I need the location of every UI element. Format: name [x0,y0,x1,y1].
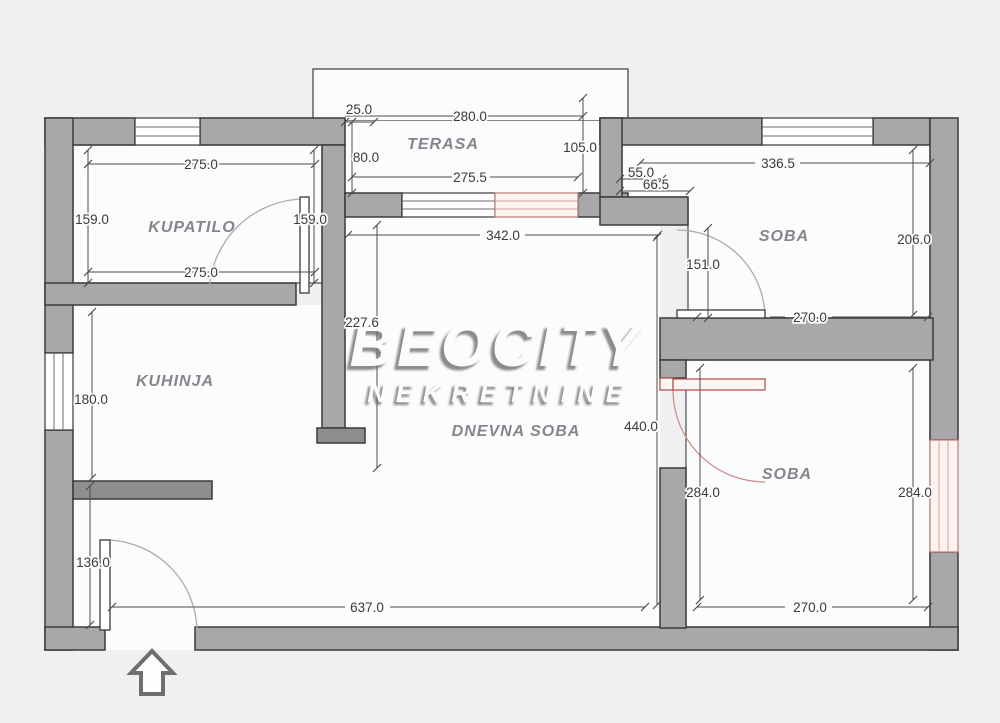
dim-terasa-bottom: 275.5 [453,170,487,185]
room-label-soba-top: SOBA [759,228,809,245]
soba-bottom-floor [685,359,931,628]
dim-kuhinja-left: 180.0 [74,392,108,407]
window-soba-bottom-red [929,439,959,553]
wall-corridor-a [659,359,687,379]
dim-kupatilo-bottom: 275.0 [184,265,218,280]
door-kupatilo [208,196,310,296]
dim-soba-top-bottom: 270.0 [793,310,827,325]
dim-bottom-total: 637.0 [350,600,384,615]
wall-top-right-b [872,117,931,146]
wall-hall-partition [72,480,213,500]
room-label-terasa: TERASA [407,136,479,153]
wall-niche-jog [599,196,689,226]
dim-hall-left: 136.0 [76,555,110,570]
wall-kupatilo-bottom [44,282,297,306]
wall-kupatilo-right [321,144,346,429]
dim-terasa-top: 280.0 [453,109,487,124]
room-label-kupatilo: KUPATILO [148,219,235,236]
dim-terasa-right: 105.0 [563,140,597,155]
dim-kupatilo-right: 159.0 [293,212,327,227]
dimension-lines [83,93,935,630]
wall-stub-kuhinja [316,427,366,444]
dim-soba-bottom-bottom: 270.0 [793,600,827,615]
wall-top-left-b [199,117,346,146]
dim-terasa-inset: 25.0 [346,102,372,117]
kuhinja-floor [73,305,322,627]
dim-soba-top-door: 151.0 [686,257,720,272]
dim-soba-bottom-right: 284.0 [898,485,932,500]
dim-soba-top-niche-b: 66.5 [643,177,669,192]
wall-terasa-right [599,117,623,198]
dim-soba-top-niche-a: 55.0 [628,165,654,180]
dim-dnevna-top: 342.0 [486,228,520,243]
dim-soba-bottom-left: 284.0 [686,485,720,500]
window-kupatilo [134,117,201,146]
terasa-outer-outline [312,68,629,122]
dim-terasa-left: 80.0 [353,150,379,165]
dim-kupatilo-top: 275.0 [184,157,218,172]
wall-right-upper [929,117,959,441]
wall-left-upper [44,117,74,354]
wall-bottom-main [194,626,959,651]
wall-corridor-b [659,467,687,629]
window-soba-top [761,117,874,146]
door-soba-top [676,229,766,319]
window-kuhinja [44,352,74,431]
room-label-dnevna-soba: DNEVNA SOBA [452,423,581,440]
wall-terasa-band-left [344,192,403,218]
door-entrance [99,539,198,633]
wall-top-right-a [599,117,763,146]
entrance-threshold [105,627,195,650]
dim-soba-top-right: 206.0 [897,232,931,247]
watermark-subtitle: NEKRETNINE [367,378,633,408]
watermark-brand: BEOCITY [350,312,646,379]
room-label-soba-bottom: SOBA [762,466,812,483]
room-label-kuhinja: KUHINJA [136,373,214,390]
dim-soba-top-width: 336.5 [761,156,795,171]
wall-mid-right [659,317,934,361]
wall-bottom-left [44,626,106,651]
window-terasa [401,192,496,218]
wall-left-lower [44,429,74,651]
dim-dnevna-left: 227.6 [345,315,379,330]
window-terasa-red [494,192,579,218]
dim-kupatilo-left: 159.0 [75,212,109,227]
entrance-arrow-icon [126,648,178,696]
dim-dnevna-right: 440.0 [624,419,658,434]
terasa-floor [345,121,600,193]
dnevna-soba-floor [345,217,660,627]
kuhinja-passage-floor [322,443,345,627]
